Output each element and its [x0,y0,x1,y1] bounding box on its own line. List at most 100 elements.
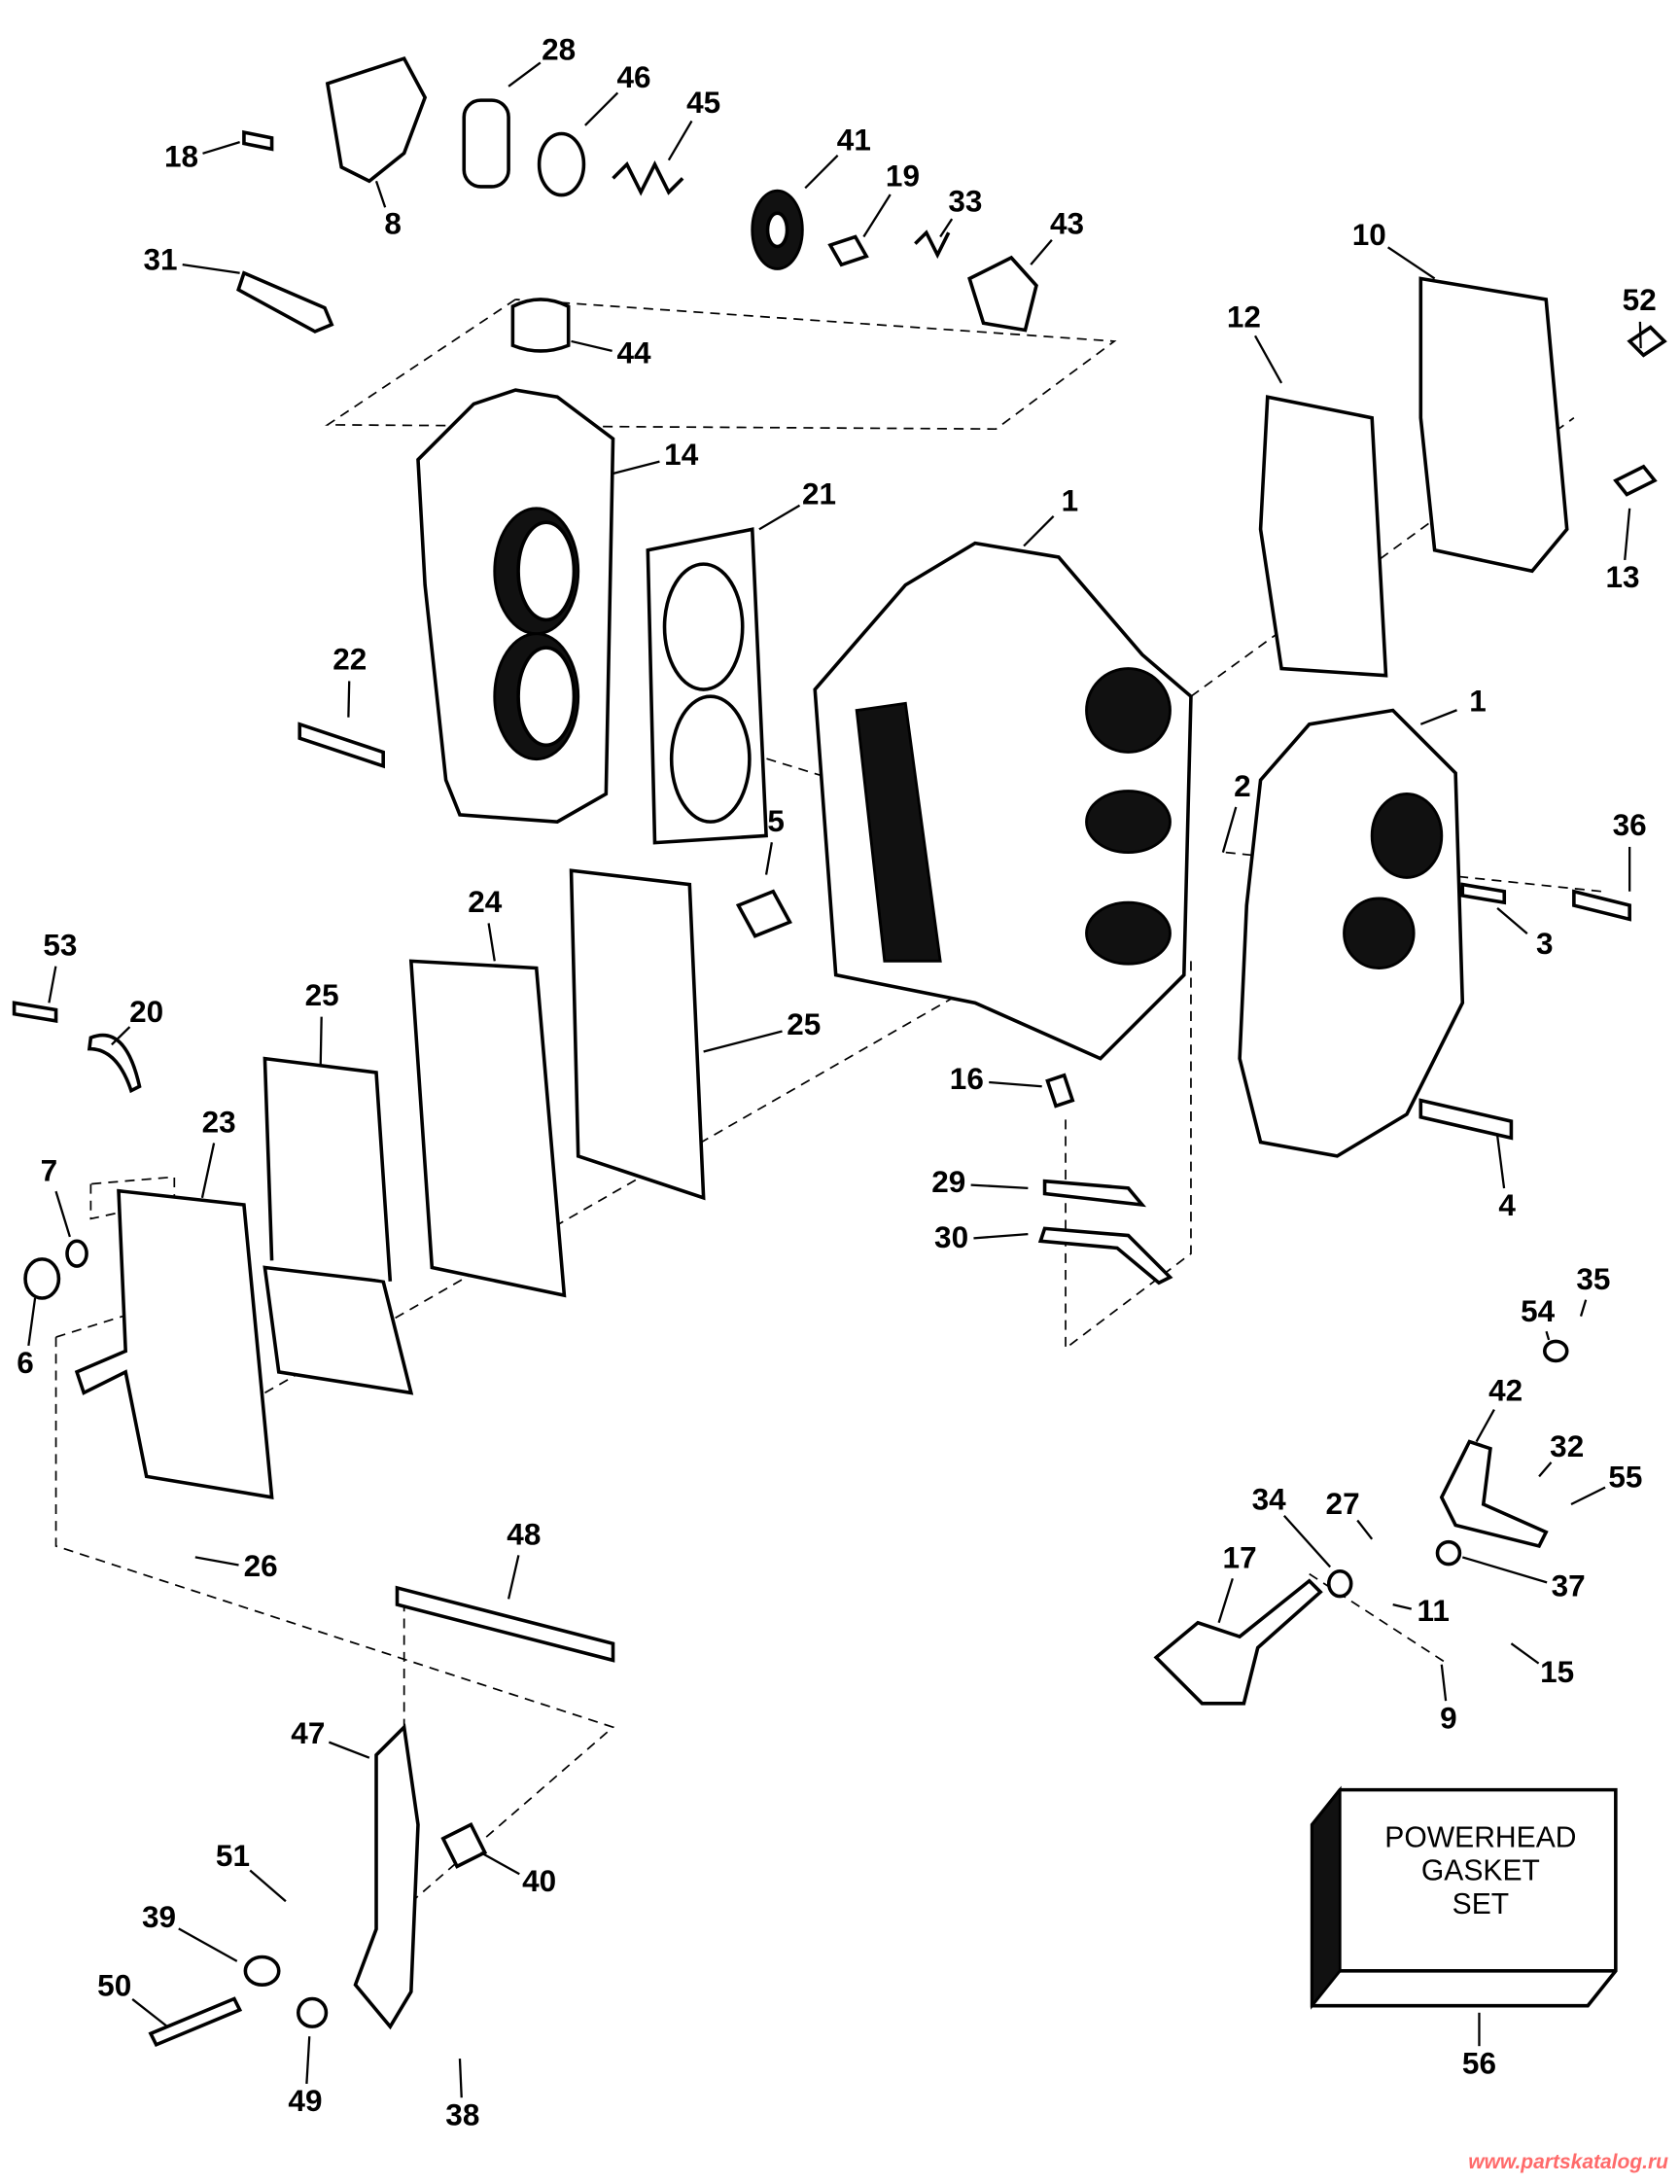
callout-19: 19 [886,159,920,194]
leader-line [249,1869,287,1903]
pin-3 [1460,882,1507,905]
valve [827,234,869,267]
callout-29: 29 [931,1164,965,1199]
leader-line [1217,1577,1234,1624]
callout-16: 16 [950,1061,984,1096]
leader-line [939,218,954,238]
callout-7: 7 [41,1152,58,1187]
leader-line [1475,1409,1495,1443]
leader-line [1624,508,1631,561]
washer-39 [243,1955,281,1987]
screw-22 [298,722,385,769]
bolt-36 [1572,889,1631,922]
bolt-4 [1418,1098,1514,1141]
o-ring [537,131,586,197]
leader-line [1386,246,1436,280]
watermark: www.partskatalog.ru [1468,2151,1668,2173]
callout-4: 4 [1498,1187,1516,1222]
callout-26: 26 [244,1548,278,1583]
callout-1: 1 [1062,482,1079,517]
callout-27: 27 [1326,1486,1360,1521]
leader-line [507,1555,520,1600]
leader-line [1579,1299,1588,1317]
callout-44: 44 [616,335,651,370]
plug-5 [735,889,792,938]
callout-55: 55 [1608,1460,1642,1495]
plug-6 [23,1257,61,1300]
leader-line [194,1556,239,1567]
callout-9: 9 [1440,1700,1457,1735]
callout-48: 48 [507,1516,541,1551]
callout-6: 6 [17,1345,34,1380]
callout-18: 18 [164,139,198,174]
gasket-25-right [569,868,706,1201]
leader-line [54,1190,71,1238]
pin-49 [297,1996,329,2028]
callout-12: 12 [1227,299,1261,334]
washer-7 [65,1239,88,1268]
leader-line [1282,1514,1332,1568]
callout-2: 2 [1234,768,1251,803]
callout-28: 28 [542,31,576,66]
callout-10: 10 [1352,217,1386,252]
screw-50 [148,1996,243,2048]
callout-30: 30 [934,1219,968,1254]
bracket-29 [1042,1179,1147,1208]
callout-21: 21 [802,476,836,511]
leader-line [131,1998,168,2028]
callout-36: 36 [1613,807,1647,842]
callout-20: 20 [129,994,163,1029]
callout-53: 53 [43,927,77,962]
callout-22: 22 [332,642,367,677]
callout-5: 5 [767,803,785,838]
leader-line [970,1183,1029,1189]
leader-line [111,1026,131,1046]
leader-line [667,120,693,161]
leader-line [1392,1603,1413,1610]
callout-17: 17 [1223,1540,1257,1575]
leader-line [703,1030,783,1053]
leader-line [202,141,240,155]
cover-gasket [462,98,510,189]
callout-31: 31 [143,242,177,277]
hose-20 [87,1033,142,1094]
bushing-40 [440,1822,488,1869]
leader-line [862,194,892,238]
callout-8: 8 [384,205,402,240]
spark-plug [236,270,334,334]
leader-line [1510,1642,1540,1665]
gasket-24 [408,959,567,1298]
gasket-25-left [262,1265,414,1395]
callout-38: 38 [445,2097,479,2132]
leader-line [973,1232,1029,1240]
callout-3: 3 [1536,926,1554,961]
callout-47: 47 [291,1715,325,1750]
leader-line [989,1080,1042,1088]
reed-gasket [1258,395,1388,678]
parts [12,55,1667,2048]
leader-line [1419,709,1457,725]
leader-line [764,842,773,875]
leader-line [1461,1556,1548,1584]
leader-line [182,263,240,274]
leader-line [1023,515,1055,547]
callout-54: 54 [1521,1293,1556,1328]
callout-25: 25 [787,1006,821,1041]
callout-46: 46 [616,59,650,94]
leader-line [1030,239,1053,265]
leader-line [612,460,660,476]
washer-34 [1326,1568,1353,1599]
leader-line [328,1741,370,1759]
leader-line [1538,1462,1553,1478]
leader-line [758,504,801,531]
callout-24: 24 [468,884,503,919]
callout-52: 52 [1623,282,1657,317]
callout-43: 43 [1050,205,1084,240]
callout-34: 34 [1252,1481,1287,1516]
callout-50: 50 [97,1967,131,2002]
washer-37 [1435,1539,1462,1567]
callout-13: 13 [1605,559,1639,594]
bracket-30 [1037,1226,1173,1286]
box-line-1: POWERHEAD [1384,1821,1576,1853]
